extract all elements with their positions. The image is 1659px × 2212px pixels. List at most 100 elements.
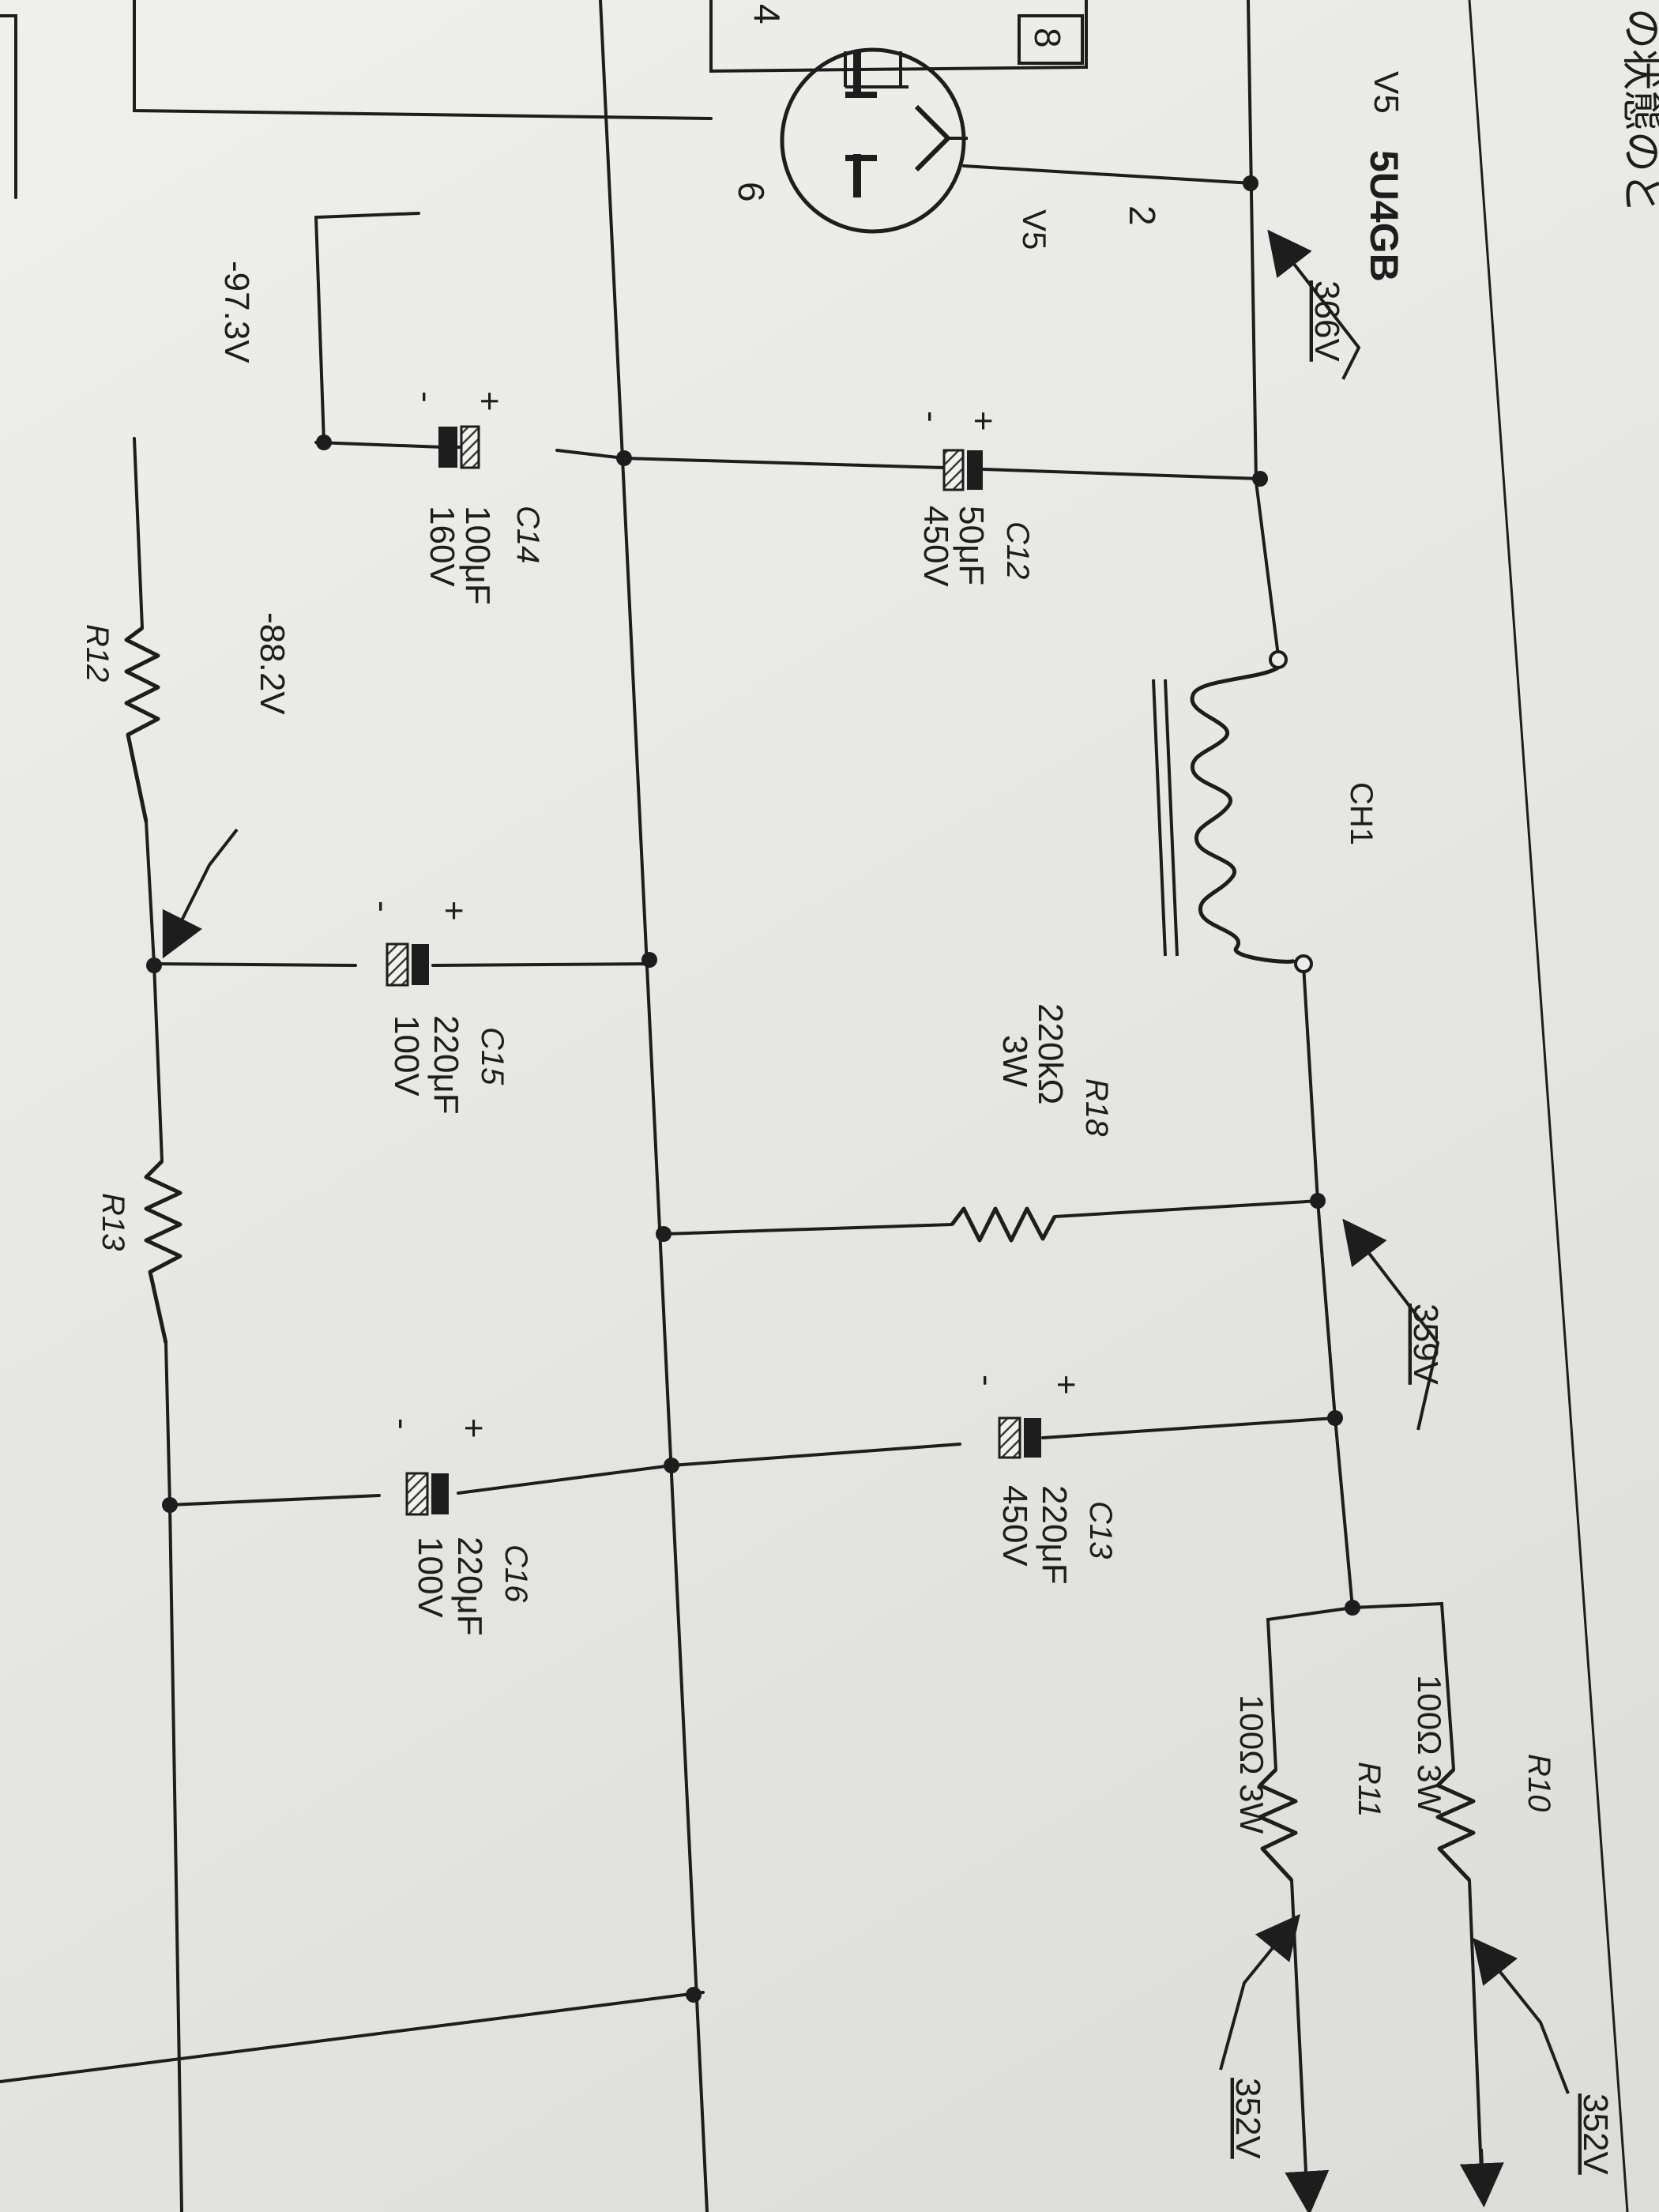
capacitor-c13 xyxy=(998,1416,1041,1459)
wire-r11-branch xyxy=(1266,1606,1354,1771)
wire-left-box xyxy=(0,14,17,199)
arrow-icon xyxy=(162,828,239,959)
wire-c12-row3 xyxy=(982,468,1262,480)
junction-dot xyxy=(146,957,162,973)
choke-coil-icon xyxy=(1152,650,1313,973)
r18-rating: 3W xyxy=(995,1035,1034,1087)
wire-r10-out xyxy=(1468,1879,1483,2174)
wire-bottom-ground xyxy=(0,1991,705,2083)
junction-dot xyxy=(316,434,332,450)
header-fragment: の状態のと xyxy=(1617,8,1659,213)
wire-c16-row xyxy=(168,1494,381,1507)
junction-dot xyxy=(1243,175,1258,191)
wire-c12-row2 xyxy=(555,449,946,469)
junction-dot xyxy=(664,1458,679,1473)
wire-left-rail xyxy=(133,437,144,630)
resistor-zigzag-icon xyxy=(1258,1768,1298,1882)
tube-ref-near-symbol: V5 xyxy=(1016,209,1053,250)
voltage-out-r11: 352V xyxy=(1228,2078,1267,2159)
junction-dot xyxy=(1327,1410,1343,1426)
tube-pin-top: 8 xyxy=(1027,28,1068,48)
c14-value: 100μF xyxy=(458,506,497,605)
resistor-zigzag-icon xyxy=(1435,1768,1476,1882)
voltage-neg-filtered: -88.2V xyxy=(253,612,292,715)
c12-minus: - xyxy=(912,411,951,423)
c16-voltage: 100V xyxy=(411,1537,450,1618)
c16-minus: - xyxy=(383,1418,422,1430)
electrolytic-capacitor-icon xyxy=(405,1472,449,1516)
junction-dot xyxy=(656,1226,672,1242)
c14-ref: C14 xyxy=(510,506,545,563)
c12-ref: C12 xyxy=(1000,521,1035,579)
capacitor-c14 xyxy=(438,425,480,469)
capacitor-c15 xyxy=(386,942,429,987)
tube-ref: V5 xyxy=(1367,71,1405,114)
tube-pin-cut-off: 4 xyxy=(747,4,788,24)
wire-r10-branch xyxy=(1351,1601,1455,1771)
wire-socket-outline xyxy=(709,0,1088,73)
wire-r18-row2 xyxy=(1053,1199,1321,1218)
electrolytic-capacitor-icon xyxy=(998,1416,1041,1459)
wire-c15-row2 xyxy=(431,962,653,967)
resistor-zigzag-icon xyxy=(950,1206,1057,1243)
junction-dot xyxy=(616,450,632,466)
r13-ref: R13 xyxy=(96,1193,130,1251)
electrolytic-capacitor-icon xyxy=(942,449,983,491)
c12-value: 50μF xyxy=(952,506,991,585)
tube-type: 5U4GB xyxy=(1362,150,1406,282)
arrow-icon xyxy=(1473,1937,1570,2094)
capacitor-c16 xyxy=(405,1472,449,1516)
c16-ref: C16 xyxy=(498,1544,533,1603)
c15-plus: + xyxy=(434,901,473,921)
r10-value: 100Ω 3W xyxy=(1411,1675,1448,1815)
r12-ref: R12 xyxy=(80,624,115,682)
wire-left-rail3 xyxy=(164,1341,183,2212)
junction-dot xyxy=(641,952,657,968)
wire-rectifier-to-choke xyxy=(1247,0,1280,657)
r18-ref: R18 xyxy=(1079,1078,1114,1137)
c12-plus: + xyxy=(964,411,1003,431)
page-frame-line xyxy=(1468,0,1629,2212)
c15-ref: C15 xyxy=(475,1027,510,1085)
wire-socket-top xyxy=(133,0,713,120)
arrow-icon xyxy=(1342,1218,1440,1431)
voltage-neg-supply: -97.3V xyxy=(217,261,256,363)
wire-tube-pin xyxy=(962,164,1254,185)
r11-value: 100Ω 3W xyxy=(1233,1695,1270,1834)
electrolytic-capacitor-icon xyxy=(386,942,429,987)
r10-ref: R10 xyxy=(1522,1754,1556,1811)
labels: の状態のと V5 5U4GB V5 8 6 2 4 366V + - C12 5… xyxy=(80,4,1659,2175)
wire-c15-row xyxy=(152,962,357,967)
ground-bus xyxy=(599,0,709,2212)
junction-dot xyxy=(1310,1193,1326,1209)
voltage-rectifier-out: 366V xyxy=(1307,280,1346,362)
voltage-arrows xyxy=(162,229,1570,2212)
junction-dots xyxy=(146,175,1360,2003)
capacitor-c12 xyxy=(942,449,983,491)
c12-voltage: 450V xyxy=(916,506,955,587)
arrow-icon xyxy=(1267,229,1361,380)
electrolytic-capacitor-icon xyxy=(438,425,480,469)
c13-voltage: 450V xyxy=(995,1485,1034,1567)
arrow-icon xyxy=(1285,2169,1330,2212)
resistor-zigzag-icon xyxy=(144,1160,182,1344)
c13-ref: C13 xyxy=(1083,1501,1118,1559)
wire-choke-out xyxy=(1302,964,1354,1609)
c13-minus: - xyxy=(968,1375,1006,1386)
wire-c16-row2 xyxy=(457,1443,961,1495)
junction-dot xyxy=(1345,1600,1360,1616)
pin-8-box xyxy=(1018,14,1084,65)
tube-pin-bottom: 2 xyxy=(1122,205,1163,226)
c13-value: 220μF xyxy=(1035,1485,1074,1585)
r18-value: 220kΩ xyxy=(1031,1003,1070,1104)
c15-value: 220μF xyxy=(427,1015,465,1115)
wire-r18-row xyxy=(662,1223,954,1236)
c13-plus: + xyxy=(1047,1375,1085,1395)
arrow-icon xyxy=(1459,2148,1504,2208)
junction-dot xyxy=(1252,471,1268,487)
wire-left-rail2 xyxy=(145,820,164,1163)
voltage-after-choke: 359V xyxy=(1406,1304,1445,1385)
resistor-zigzag-icon xyxy=(124,626,160,822)
